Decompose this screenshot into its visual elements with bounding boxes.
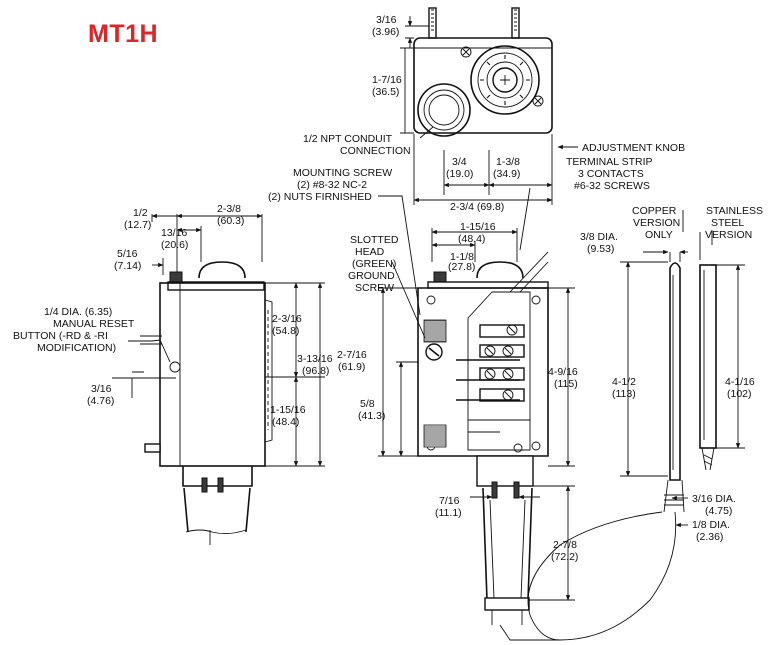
bulb-cu-frac: 4-1/2 <box>612 376 636 388</box>
mounting-label-2: (2) #8-32 NC-2 <box>297 179 367 191</box>
front-s1-frac: 7/16 <box>439 495 460 507</box>
top-total-dim: 2-3/4 (69.8) <box>450 201 504 213</box>
ground-label-4: GROUND <box>348 270 395 282</box>
terminal-label-3: #6-32 SCREWS <box>574 180 650 192</box>
side-a-frac: 1/2 <box>133 207 148 219</box>
top-w1-mm: (19.0) <box>446 168 473 180</box>
front-w1-frac: 1-15/16 <box>460 221 496 233</box>
side-d-mm: (7.14) <box>114 260 141 272</box>
copper-label-3: ONLY <box>645 229 673 241</box>
bulb-dia-mm: (9.53) <box>587 243 614 255</box>
conduit-label-1: 1/2 NPT CONDUIT <box>303 133 393 145</box>
bulbs-view <box>527 210 745 641</box>
top-height-mm: (36.5) <box>372 86 399 98</box>
stainless-label-2: STEEL <box>711 217 744 229</box>
adjustment-knob-label: ADJUSTMENT KNOB <box>582 142 685 154</box>
reset-label-3: BUTTON (-RD & -RI <box>13 330 108 342</box>
top-view <box>400 7 578 205</box>
terminal-label-2: 3 CONTACTS <box>578 168 644 180</box>
mounting-label-1: MOUNTING SCREW <box>293 167 392 179</box>
side-a-mm: (12.7) <box>124 219 151 231</box>
side-f-mm: (54.8) <box>272 325 299 337</box>
side-d-frac: 5/16 <box>117 248 138 260</box>
reset-label-4: MODIFICATION) <box>37 342 116 354</box>
side-e-frac: 3/16 <box>91 383 112 395</box>
front-s1-mm: (11.1) <box>435 507 462 519</box>
cap-b-frac: 1/8 DIA. <box>692 519 730 531</box>
front-w1-mm: (48.4) <box>458 233 485 245</box>
front-h1-frac: 2-7/16 <box>337 349 367 361</box>
side-g-mm: (96.8) <box>302 365 329 377</box>
side-h-mm: (48.4) <box>272 416 299 428</box>
terminal-label-1: TERMINAL STRIP <box>566 156 653 168</box>
front-h3-frac: 4-9/16 <box>548 366 578 378</box>
side-e-mm: (4.76) <box>87 395 114 407</box>
bulb-cu-mm: (113) <box>612 388 636 400</box>
mounting-label-3: (2) NUTS FIRNISHED <box>268 191 372 203</box>
side-g-frac: 3-13/16 <box>297 353 333 365</box>
cap-a-frac: 3/16 DIA. <box>692 493 736 505</box>
front-w2-mm: (27.8) <box>448 261 475 273</box>
front-h2-frac: 5/8 <box>360 398 375 410</box>
cap-b-mm: (2.36) <box>696 531 723 543</box>
product-title: MT1H <box>88 20 159 48</box>
front-h1-mm: (61.9) <box>338 361 365 373</box>
top-w2-mm: (34.9) <box>493 168 520 180</box>
front-h3-mm: (115) <box>554 378 578 390</box>
side-h-frac: 1-15/16 <box>270 404 306 416</box>
top-dim-a-frac: 3/16 <box>376 14 397 26</box>
side-view <box>112 213 325 545</box>
top-w2-frac: 1-3/8 <box>496 156 520 168</box>
conduit-label-2: CONNECTION <box>340 145 411 157</box>
side-f-frac: 2-3/16 <box>272 313 302 325</box>
ground-label-2: HEAD <box>355 246 385 258</box>
top-w1-frac: 3/4 <box>452 156 467 168</box>
front-h2-mm: (41.3) <box>358 410 385 422</box>
cap-a-mm: (4.75) <box>705 505 732 517</box>
reset-label-1: 1/4 DIA. (6.35) <box>44 306 112 318</box>
side-b-frac: 2-3/8 <box>217 203 241 215</box>
top-dim-a-mm: (3.96) <box>372 26 399 38</box>
bulb-dia-frac: 3/8 DIA. <box>580 231 618 243</box>
side-c-frac: 13/16 <box>161 227 187 239</box>
front-s2-mm: (72.2) <box>551 551 578 563</box>
copper-label-1: COPPER <box>632 205 677 217</box>
ground-label-3: (GREEN) <box>352 258 396 270</box>
side-b-mm: (60.3) <box>217 215 244 227</box>
bulb-ss-frac: 4-1/16 <box>725 376 755 388</box>
stainless-label-1: STAINLESS <box>706 205 763 217</box>
bulb-ss-mm: (102) <box>727 388 752 400</box>
front-view <box>378 187 575 641</box>
ground-label-5: SCREW <box>355 282 394 294</box>
side-c-mm: (20.6) <box>161 239 188 251</box>
ground-label-1: SLOTTED <box>350 234 399 246</box>
copper-label-2: VERSION <box>633 217 680 229</box>
stainless-label-3: VERSION <box>705 229 752 241</box>
reset-label-2: MANUAL RESET <box>53 318 135 330</box>
front-s2-frac: 2-7/8 <box>553 539 577 551</box>
top-height-frac: 1-7/16 <box>372 74 402 86</box>
front-w2-frac: 1-1/8 <box>450 251 474 263</box>
